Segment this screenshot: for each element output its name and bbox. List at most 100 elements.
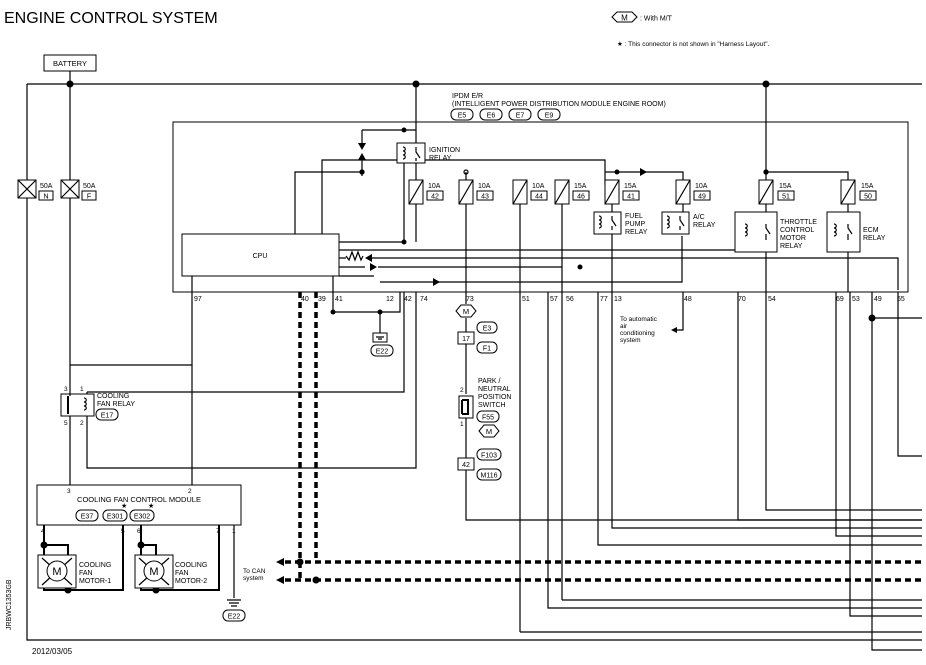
svg-text:E7: E7 (516, 113, 525, 120)
svg-text:50A: 50A (40, 183, 53, 190)
junction-dot (377, 309, 383, 315)
ipdm-subtitle: (INTELLIGENT POWER DISTRIBUTION MODULE E… (452, 101, 666, 108)
page-title: ENGINE CONTROL SYSTEM (4, 10, 218, 27)
svg-text:41: 41 (335, 296, 343, 303)
cooling-fan-motor-2: M (134, 554, 174, 589)
cooling-fan-relay (60, 392, 95, 485)
svg-text:42: 42 (431, 194, 439, 201)
connector-m116-label: M116 (481, 473, 498, 480)
fan-relay-pin: 3 (64, 386, 68, 393)
terminal-17-label: 17 (462, 336, 470, 343)
mt-legend-symbol (611, 11, 638, 23)
svg-text:10A: 10A (532, 183, 545, 190)
switch-pin: 2 (460, 387, 464, 394)
ipdm-box (172, 121, 909, 293)
connector-e17-label: E17 (101, 413, 114, 420)
motor-2-label: MOTOR-2 (175, 578, 207, 585)
svg-text:10A: 10A (428, 183, 441, 190)
svg-text:51: 51 (522, 296, 530, 303)
battery-label: BATTERY (53, 59, 87, 68)
fuse-15a-46: 15A 46 (554, 179, 590, 205)
connector-e301 (102, 509, 128, 522)
svg-text:55: 55 (897, 296, 905, 303)
terminal-17 (457, 331, 475, 345)
connector-e3 (476, 321, 498, 334)
wire-97 (70, 276, 193, 366)
wire-49 (871, 292, 922, 651)
mt-symbol (455, 304, 477, 318)
fuel-pump-relay (593, 211, 622, 235)
fuel-pump-relay-label: RELAY (625, 229, 648, 236)
fuse-10a-43: 10A 43 (458, 179, 494, 205)
ac-relay-label: A/C (693, 214, 705, 221)
mt-symbol-letter: M (486, 427, 492, 436)
ground-e22-bottom: E22 (222, 599, 246, 622)
svg-text:50A: 50A (83, 183, 96, 190)
ignition-relay-label: RELAY (429, 155, 452, 162)
wire-73 (465, 292, 922, 521)
svg-text:E5: E5 (458, 113, 467, 120)
svg-text:N: N (43, 194, 48, 201)
svg-text:46: 46 (577, 194, 585, 201)
svg-text:42: 42 (404, 296, 412, 303)
can-note: system (243, 575, 264, 582)
switch-label: PARK / (478, 378, 500, 385)
svg-text:50: 50 (864, 194, 872, 201)
fan-relay-label: COOLING (97, 393, 129, 400)
junction-dot (312, 576, 320, 584)
throttle-relay-label: MOTOR (780, 235, 806, 242)
fuse-15a-51: 15A 51 (758, 179, 795, 205)
wire-54 (765, 292, 922, 511)
arrow-icon (276, 576, 284, 584)
drawing-code: JRBWC1353GB (6, 579, 13, 630)
fan-relay-pin: 1 (80, 386, 84, 393)
fuel-pump-relay-label: FUEL (625, 213, 643, 220)
date-label: 2012/03/05 (32, 647, 73, 656)
ignition-relay-label: IGNITION (429, 147, 460, 154)
ipdm-terminals: 97 40 39 41 12 42 74 73 51 57 56 77 13 4… (194, 296, 905, 303)
fuse-50a-f: 50A F (60, 179, 97, 201)
mt-legend-text: : With M/T (640, 16, 673, 23)
ecm-relay (826, 211, 861, 253)
arrow-icon (671, 327, 677, 333)
svg-text:15A: 15A (624, 183, 637, 190)
svg-text:69: 69 (836, 296, 844, 303)
ac-relay (661, 211, 690, 235)
ac-relay-label: RELAY (693, 222, 716, 229)
fuse-50a-n: 50A N (17, 179, 54, 201)
svg-text:77: 77 (600, 296, 608, 303)
svg-text:13: 13 (614, 296, 622, 303)
wire-74 (86, 292, 417, 469)
junction-dot (401, 239, 407, 245)
svg-text:54: 54 (768, 296, 776, 303)
motor-1-label: MOTOR-1 (79, 578, 111, 585)
throttle-relay-label: THROTTLE (780, 219, 817, 226)
svg-text:70: 70 (738, 296, 746, 303)
wire-48 (675, 292, 684, 331)
ipdm-connectors: E5 E6 E7 E9 (450, 108, 561, 121)
svg-text:15A: 15A (779, 183, 792, 190)
terminal-42 (457, 457, 475, 471)
motor-1-label: FAN (79, 570, 93, 577)
svg-text:15A: 15A (574, 183, 587, 190)
diode-icon (358, 143, 366, 150)
star-mark: ★ (148, 502, 154, 510)
svg-text:12: 12 (386, 296, 394, 303)
svg-text:56: 56 (566, 296, 574, 303)
cpu-box (181, 233, 340, 277)
motor-2-label: FAN (175, 570, 189, 577)
diode-icon (365, 254, 372, 262)
fan-relay-pin: 5 (64, 420, 68, 427)
junction-dot (330, 309, 336, 315)
svg-text:E22: E22 (376, 349, 389, 356)
fuel-pump-relay-label: PUMP (625, 221, 646, 228)
connector-e301-label: E301 (107, 514, 123, 521)
connector-e302-label: E302 (134, 514, 150, 521)
ac-system-note: system (620, 337, 641, 344)
svg-text:74: 74 (420, 296, 428, 303)
ac-system-note: air (620, 323, 628, 330)
diode-icon (370, 263, 377, 271)
connector-e17 (95, 408, 119, 421)
ipdm-internal-wires (465, 172, 849, 632)
svg-text:53: 53 (852, 296, 860, 303)
